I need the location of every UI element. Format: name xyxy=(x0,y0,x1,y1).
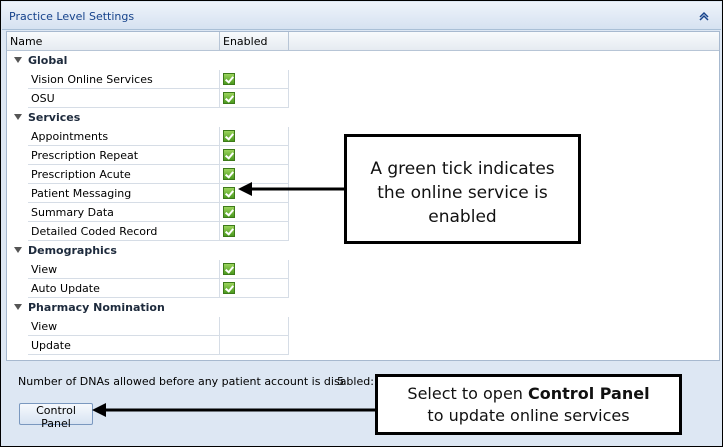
row-name: Patient Messaging xyxy=(31,187,132,200)
row-enabled-cell[interactable] xyxy=(220,70,289,89)
table-row[interactable]: Update xyxy=(28,336,289,355)
green-tick-icon[interactable] xyxy=(223,73,235,85)
row-name: OSU xyxy=(31,92,55,105)
group-label: Services xyxy=(28,111,81,124)
collapse-triangle-icon[interactable] xyxy=(14,247,22,253)
row-enabled-cell[interactable] xyxy=(220,165,289,184)
control-panel-button[interactable]: Control Panel xyxy=(19,403,93,430)
row-name: Prescription Repeat xyxy=(31,149,139,162)
green-tick-icon[interactable] xyxy=(223,263,235,275)
row-enabled-cell-empty[interactable] xyxy=(220,336,289,355)
table-row[interactable]: OSU xyxy=(28,89,289,108)
control-panel-callout-line1: Select to open Control Panel xyxy=(378,383,679,405)
dna-limit-label: Number of DNAs allowed before any patien… xyxy=(18,375,374,388)
table-row[interactable]: Detailed Coded Record xyxy=(28,222,289,241)
row-name-cell: Update xyxy=(28,336,220,355)
row-name: Summary Data xyxy=(31,206,114,219)
table-row[interactable]: Prescription Repeat xyxy=(28,146,289,165)
tick-callout-line: enabled xyxy=(428,207,497,227)
callout-prefix: Select to open xyxy=(407,384,529,403)
row-name-cell: Patient Messaging xyxy=(28,184,220,203)
row-enabled-cell[interactable] xyxy=(220,222,289,241)
group-label: Demographics xyxy=(28,244,117,257)
column-header-enabled-label: Enabled xyxy=(223,35,268,48)
collapse-triangle-icon[interactable] xyxy=(14,57,22,63)
dna-limit-value[interactable]: 5 xyxy=(337,375,344,388)
row-enabled-cell[interactable] xyxy=(220,127,289,146)
green-tick-icon[interactable] xyxy=(223,168,235,180)
table-row[interactable]: Vision Online Services xyxy=(28,70,289,89)
row-name: Auto Update xyxy=(31,282,100,295)
column-header-name[interactable]: Name xyxy=(7,32,220,51)
control-panel-callout-line2: to update online services xyxy=(427,406,630,425)
green-tick-icon[interactable] xyxy=(223,130,235,142)
row-enabled-cell-empty[interactable] xyxy=(220,317,289,336)
column-header-enabled[interactable]: Enabled xyxy=(220,32,289,51)
group-row-global[interactable]: Global xyxy=(7,51,719,70)
table-row[interactable]: Prescription Acute xyxy=(28,165,289,184)
row-name-cell: Prescription Acute xyxy=(28,165,220,184)
group-label: Pharmacy Nomination xyxy=(28,301,165,314)
collapse-chevron-icon[interactable] xyxy=(699,11,709,21)
row-name-cell: View xyxy=(28,317,220,336)
row-name: Update xyxy=(31,339,71,352)
row-name: Vision Online Services xyxy=(31,73,153,86)
green-tick-icon[interactable] xyxy=(223,92,235,104)
arrow-to-tick xyxy=(238,182,344,196)
row-enabled-cell[interactable] xyxy=(220,279,289,298)
arrow-to-control-panel xyxy=(92,403,375,417)
tick-callout: A green tick indicates the online servic… xyxy=(344,134,581,244)
row-enabled-cell[interactable] xyxy=(220,89,289,108)
row-name: Detailed Coded Record xyxy=(31,225,158,238)
group-row-services[interactable]: Services xyxy=(7,108,719,127)
group-row-demographics[interactable]: Demographics xyxy=(7,241,719,260)
column-header-filler xyxy=(289,32,719,51)
collapse-triangle-icon[interactable] xyxy=(14,304,22,310)
green-tick-icon[interactable] xyxy=(223,225,235,237)
row-name: View xyxy=(31,320,58,333)
row-enabled-cell[interactable] xyxy=(220,146,289,165)
row-name-cell: Auto Update xyxy=(28,279,220,298)
control-panel-callout: Select to open Control Panel to update o… xyxy=(375,374,682,435)
row-name: View xyxy=(31,263,58,276)
column-header-name-label: Name xyxy=(10,35,43,48)
row-name-cell: Detailed Coded Record xyxy=(28,222,220,241)
row-name: Appointments xyxy=(31,130,109,143)
collapse-triangle-icon[interactable] xyxy=(14,114,22,120)
row-name-cell: OSU xyxy=(28,89,220,108)
row-name-cell: View xyxy=(28,260,220,279)
row-name-cell: Prescription Repeat xyxy=(28,146,220,165)
row-name-cell: Vision Online Services xyxy=(28,70,220,89)
row-enabled-cell[interactable] xyxy=(220,260,289,279)
group-row-pharmacy-nomination[interactable]: Pharmacy Nomination xyxy=(7,298,719,317)
title-bar: Practice Level Settings xyxy=(2,2,721,30)
tick-callout-line: A green tick indicates xyxy=(370,159,555,179)
table-row[interactable]: Auto Update xyxy=(28,279,289,298)
table-row[interactable]: Appointments xyxy=(28,127,289,146)
callout-bold: Control Panel xyxy=(528,384,650,403)
row-name-cell: Appointments xyxy=(28,127,220,146)
row-enabled-cell[interactable] xyxy=(220,184,289,203)
green-tick-icon[interactable] xyxy=(223,187,235,199)
green-tick-icon[interactable] xyxy=(223,206,235,218)
table-row[interactable]: View xyxy=(28,260,289,279)
table-row[interactable]: View xyxy=(28,317,289,336)
table-row[interactable]: Patient Messaging xyxy=(28,184,289,203)
green-tick-icon[interactable] xyxy=(223,282,235,294)
window-title: Practice Level Settings xyxy=(9,10,135,23)
green-tick-icon[interactable] xyxy=(223,149,235,161)
row-name: Prescription Acute xyxy=(31,168,131,181)
tick-callout-line: the online service is xyxy=(377,183,548,203)
row-name-cell: Summary Data xyxy=(28,203,220,222)
table-row[interactable]: Summary Data xyxy=(28,203,289,222)
group-label: Global xyxy=(28,54,68,67)
row-enabled-cell[interactable] xyxy=(220,203,289,222)
